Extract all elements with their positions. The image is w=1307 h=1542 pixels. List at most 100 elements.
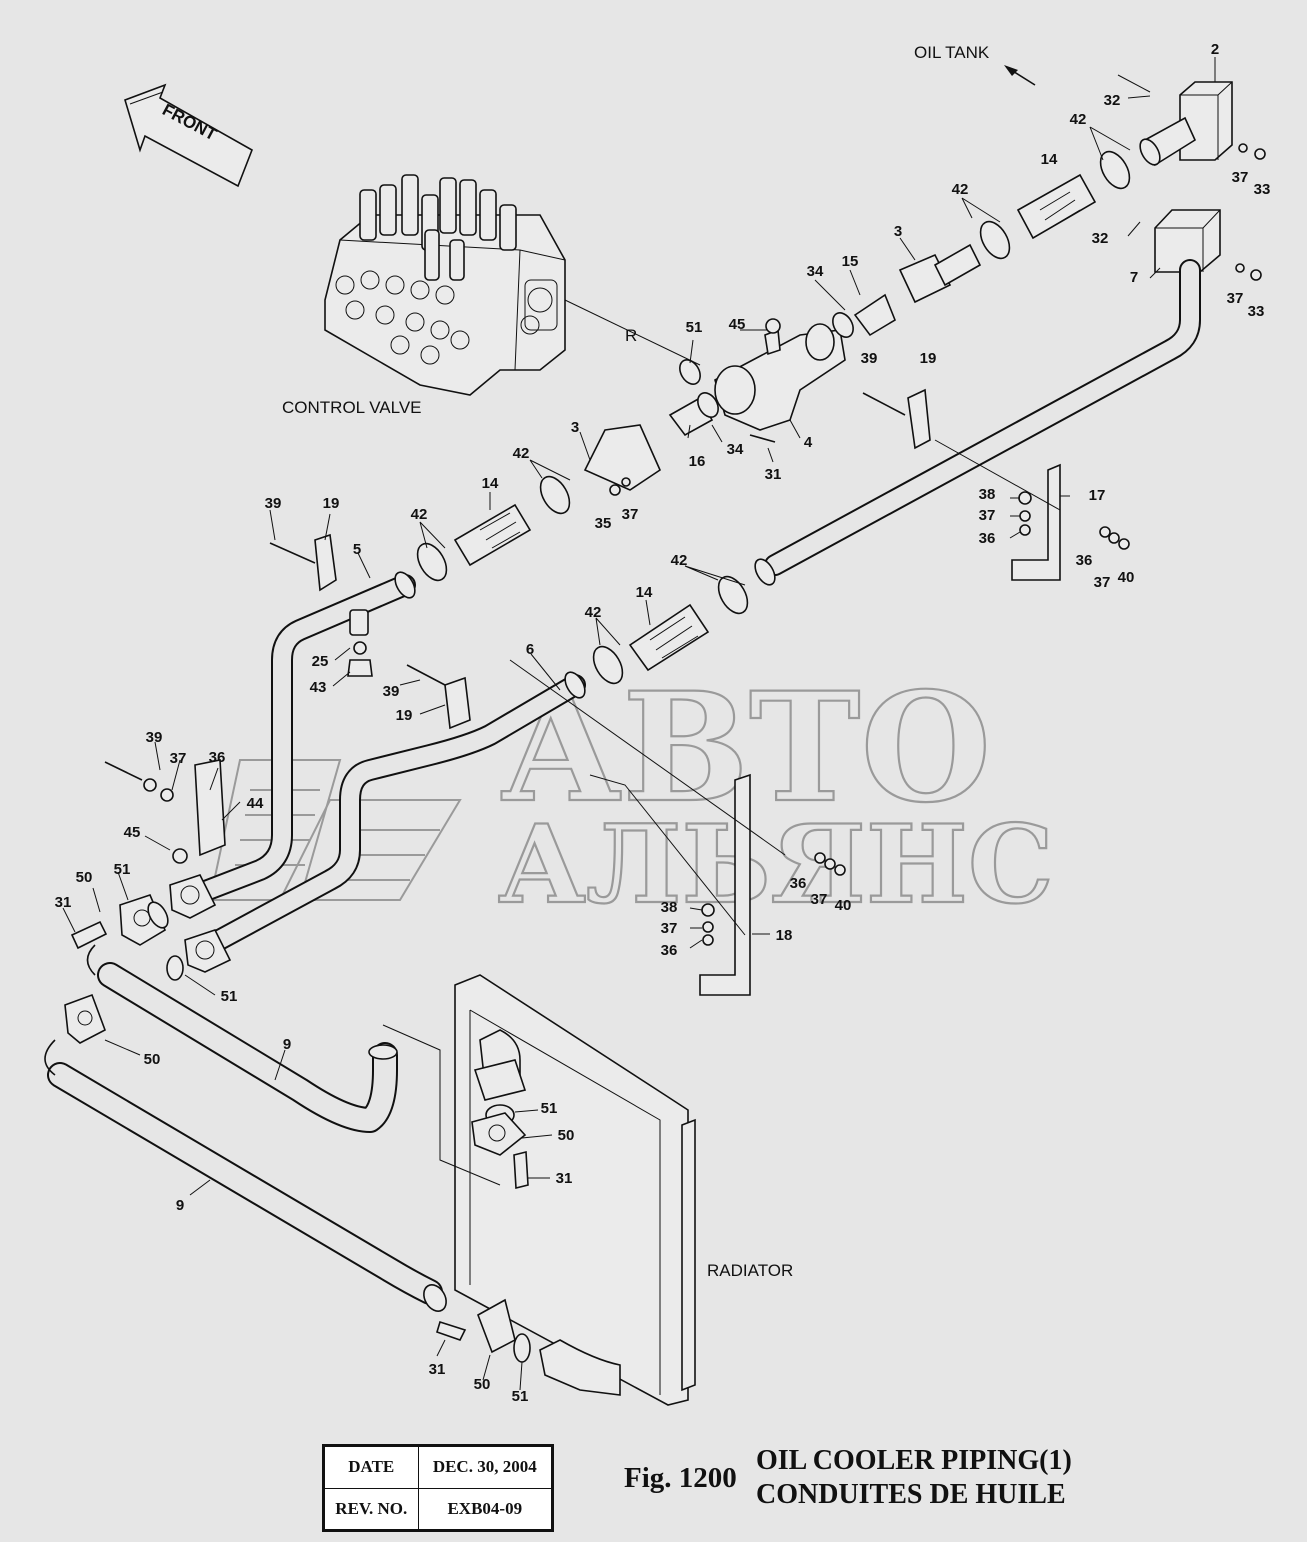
figure-title: OIL COOLER PIPING(1) CONDUITES DE HUILE bbox=[756, 1444, 1072, 1512]
tank-flange-7 bbox=[1154, 209, 1221, 273]
part-number: 18 bbox=[776, 927, 793, 944]
part-number: 42 bbox=[671, 552, 688, 569]
part-number: 7 bbox=[1130, 269, 1138, 286]
part-number: 42 bbox=[1070, 111, 1087, 128]
part-number: 37 bbox=[979, 507, 996, 524]
part-number: 14 bbox=[1041, 151, 1058, 168]
radiator: RADIATOR bbox=[454, 974, 793, 1406]
part-number: 38 bbox=[979, 486, 996, 503]
part-number: 37 bbox=[1094, 574, 1111, 591]
date-value: DEC. 30, 2004 bbox=[417, 1446, 553, 1489]
part-number: 51 bbox=[541, 1100, 558, 1117]
middle-hose-assembly bbox=[416, 424, 749, 685]
radiator-label: RADIATOR bbox=[707, 1261, 793, 1280]
part-number: 37 bbox=[1227, 290, 1244, 307]
watermark: АВТО АЛЬЯНС bbox=[208, 659, 1055, 929]
part-number: 43 bbox=[310, 679, 327, 696]
part-number: 51 bbox=[512, 1388, 529, 1405]
part-number: 37 bbox=[661, 920, 678, 937]
cooler-hose-upper bbox=[86, 944, 398, 1133]
rev-label: REV. NO. bbox=[324, 1487, 419, 1530]
part-number: 3 bbox=[894, 223, 902, 240]
part-number: 3 bbox=[571, 419, 579, 436]
title-block: DATE DEC. 30, 2004 REV. NO. EXB04-09 bbox=[322, 1444, 554, 1532]
part-number: 19 bbox=[920, 350, 937, 367]
control-valve-label: CONTROL VALVE bbox=[282, 398, 422, 417]
part-number: 45 bbox=[729, 316, 746, 333]
part-number: 39 bbox=[265, 495, 282, 512]
part-number: 16 bbox=[689, 453, 706, 470]
part-number: 37 bbox=[622, 506, 639, 523]
part-number: 51 bbox=[686, 319, 703, 336]
part-number: 40 bbox=[1118, 569, 1135, 586]
part-number: 39 bbox=[146, 729, 163, 746]
part-number: 37 bbox=[170, 750, 187, 767]
part-number: 31 bbox=[55, 894, 72, 911]
cooler-hose-lower bbox=[44, 1039, 447, 1312]
part-number: 34 bbox=[727, 441, 744, 458]
part-number: 19 bbox=[323, 495, 340, 512]
control-valve: CONTROL VALVE R bbox=[282, 174, 701, 417]
part-number: 44 bbox=[247, 795, 264, 812]
part-number: 40 bbox=[835, 897, 852, 914]
watermark-line2: АЛЬЯНС bbox=[498, 802, 1054, 928]
part-number: 19 bbox=[396, 707, 413, 724]
tank-flange-2 bbox=[1139, 81, 1233, 167]
part-number: 37 bbox=[811, 891, 828, 908]
part-number: 34 bbox=[807, 263, 824, 280]
part-number: 35 bbox=[595, 515, 612, 532]
pipe-5 bbox=[184, 571, 416, 906]
part-number: 37 bbox=[1232, 169, 1249, 186]
part-number: 50 bbox=[558, 1127, 575, 1144]
part-number: 9 bbox=[283, 1036, 291, 1053]
part-number: 31 bbox=[765, 466, 782, 483]
part-number: 39 bbox=[383, 683, 400, 700]
part-number: 36 bbox=[790, 875, 807, 892]
part-number: 36 bbox=[209, 749, 226, 766]
part-number: 42 bbox=[952, 181, 969, 198]
date-label: DATE bbox=[324, 1446, 419, 1489]
part-number: 31 bbox=[556, 1170, 573, 1187]
part-number: 45 bbox=[124, 824, 141, 841]
part-number: 38 bbox=[661, 899, 678, 916]
part-number: 50 bbox=[76, 869, 93, 886]
part-number: 39 bbox=[861, 350, 878, 367]
part-number: 32 bbox=[1104, 92, 1121, 109]
part-number: 4 bbox=[804, 434, 813, 451]
part-number: 5 bbox=[353, 541, 361, 558]
part-number: 36 bbox=[661, 942, 678, 959]
part-number: 32 bbox=[1092, 230, 1109, 247]
manifold-4 bbox=[668, 312, 854, 437]
rev-value: EXB04-09 bbox=[417, 1487, 553, 1530]
part-number: 14 bbox=[482, 475, 499, 492]
figure-title-en: OIL COOLER PIPING(1) bbox=[756, 1445, 1072, 1476]
part-number: 15 bbox=[842, 253, 859, 270]
part-number: 42 bbox=[513, 445, 530, 462]
return-pipe bbox=[754, 259, 1201, 586]
part-number: 25 bbox=[312, 653, 329, 670]
part-number: 51 bbox=[221, 988, 238, 1005]
oil-tank-callout: OIL TANK bbox=[914, 43, 1036, 86]
part-number: 50 bbox=[144, 1051, 161, 1068]
leader-lines bbox=[62, 57, 1216, 1391]
pipe-6 bbox=[199, 671, 586, 956]
part-labels: 2 32 42 37 33 14 42 32 3 7 37 33 15 34 4… bbox=[55, 41, 1271, 1405]
front-arrow: FRONT bbox=[124, 83, 253, 188]
part-number: 36 bbox=[979, 530, 996, 547]
figure-title-fr: CONDUITES DE HUILE bbox=[756, 1479, 1066, 1510]
part-number: 14 bbox=[636, 584, 653, 601]
brackets bbox=[269, 143, 1266, 996]
part-number: 33 bbox=[1254, 181, 1271, 198]
upper-hose-assembly bbox=[853, 150, 1131, 337]
radiator-fittings bbox=[436, 1104, 531, 1363]
part-number: 9 bbox=[176, 1197, 184, 1214]
part-number: 50 bbox=[474, 1376, 491, 1393]
part-number: 6 bbox=[526, 641, 534, 658]
part-number: 36 bbox=[1076, 552, 1093, 569]
part-number: 2 bbox=[1211, 41, 1219, 58]
part-number: 33 bbox=[1248, 303, 1265, 320]
lower-left-fittings bbox=[64, 759, 232, 1044]
part-number: 51 bbox=[114, 861, 131, 878]
part-number: 42 bbox=[411, 506, 428, 523]
